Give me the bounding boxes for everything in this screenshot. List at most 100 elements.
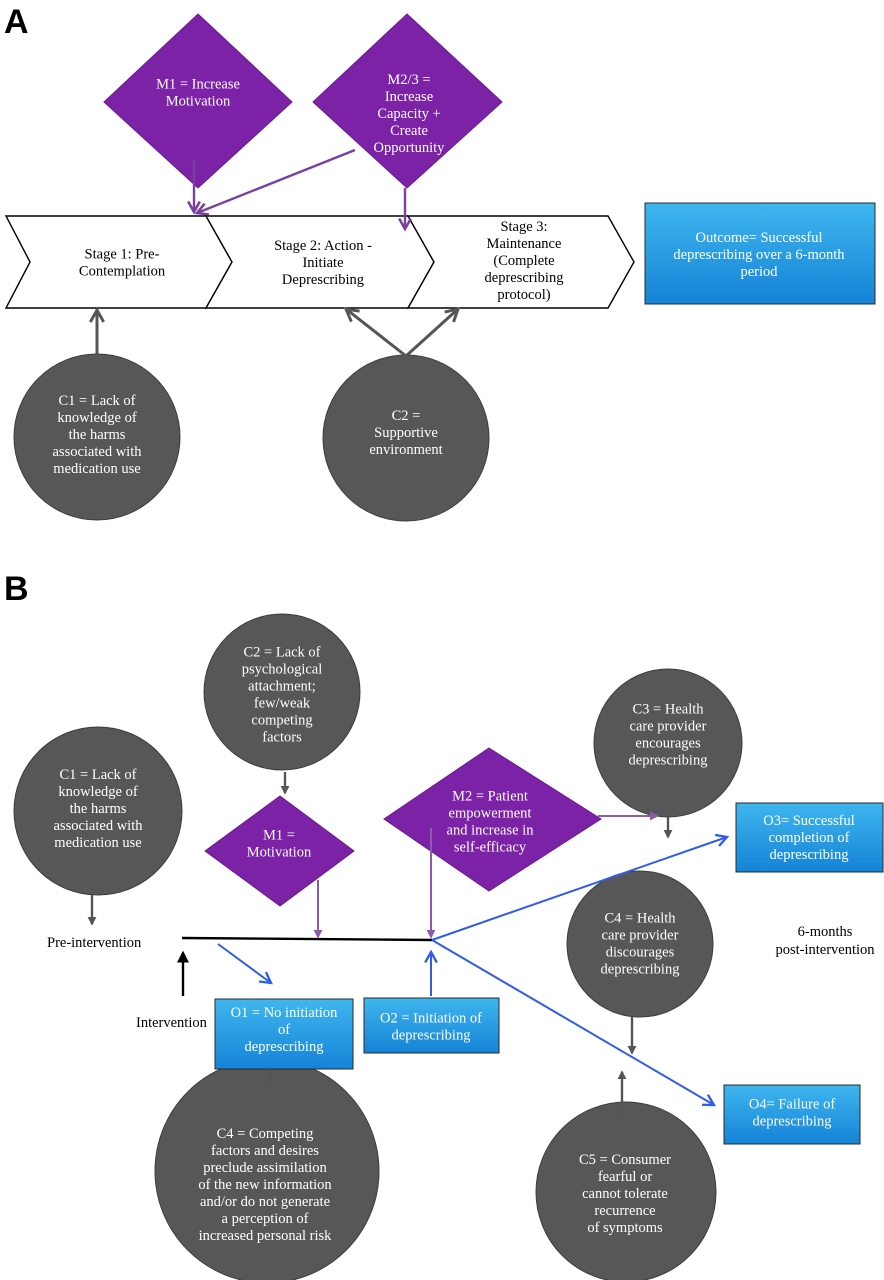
m1-label-line-1: M1 = Increase xyxy=(156,77,240,93)
arrow-c2-to-stage2 xyxy=(346,309,407,358)
outcome-box xyxy=(644,202,876,305)
context-c2-b-circle xyxy=(203,613,361,771)
c5-label-line-1: C5 = Consumer xyxy=(579,1152,671,1168)
panel-a-label: A xyxy=(4,3,29,41)
c2-a-label-line-3: environment xyxy=(369,442,442,458)
c5-label-line-4: recurrence xyxy=(594,1203,655,1219)
outcome-label-line-2: deprescribing over a 6-month xyxy=(673,247,845,263)
c4-competing-label-line-5: and/or do not generate xyxy=(200,1194,330,1210)
intervention-label: Intervention xyxy=(136,1015,208,1031)
c1-a-label-line-2: knowledge of xyxy=(57,410,136,426)
m2-b-label-line-1: M2 = Patient xyxy=(452,789,528,805)
m1-b-label: M1 =Motivation xyxy=(247,828,312,861)
c4-provider-label-line-3: discourages xyxy=(606,945,675,961)
outcome-o2-box xyxy=(363,997,500,1054)
m2-3-label-line-4: Create xyxy=(390,123,428,139)
c2-a-label-line-2: Supportive xyxy=(374,425,438,441)
pre-intervention-label: Pre-intervention xyxy=(47,935,142,951)
stage-1-label-line-2: Contemplation xyxy=(79,264,166,280)
c3-label-line-3: encourages xyxy=(635,736,701,752)
c4-competing-label-line-2: factors and desires xyxy=(211,1143,319,1159)
stage-2-label-line-1: Stage 2: Action - xyxy=(274,238,372,254)
c2-b-label-line-5: competing xyxy=(251,713,312,729)
stage-3-label-line-3: (Complete xyxy=(493,253,554,269)
stage-1-label: Stage 1: Pre-Contemplation xyxy=(79,247,166,280)
m2-3-label-line-1: M2/3 = xyxy=(387,72,430,88)
c1-a-label-line-4: associated with xyxy=(53,444,143,460)
o1-label-line-3: deprescribing xyxy=(245,1039,324,1055)
stage-1-label-line-1: Stage 1: Pre- xyxy=(85,247,160,263)
stage-3-label-line-4: deprescribing xyxy=(485,270,564,286)
m2-3-label-line-2: Increase xyxy=(385,89,433,105)
o2-label-line-1: O2 = Initiation of xyxy=(380,1011,482,1027)
c1-a-label-line-5: medication use xyxy=(53,461,140,477)
timeline-line xyxy=(181,936,433,942)
mechanism-m1-diamond xyxy=(103,13,293,189)
stage-3-label-line-5: protocol) xyxy=(497,287,550,303)
o4-label-line-2: deprescribing xyxy=(753,1114,832,1130)
c2-b-label-line-4: few/weak xyxy=(254,696,311,712)
o4-label-line-1: O4= Failure of xyxy=(749,1097,835,1113)
c2-b-label-line-2: psychological xyxy=(242,662,323,678)
c1-a-label-line-3: the harms xyxy=(69,427,126,443)
c1-b-label-line-1: C1 = Lack of xyxy=(59,767,136,783)
c3-label-line-1: C3 = Health xyxy=(633,702,705,718)
outcome-o3-box xyxy=(735,802,884,873)
c4-provider-label-line-2: care provider xyxy=(602,928,679,944)
m2-3-label-line-5: Opportunity xyxy=(374,140,446,156)
mechanism-m2-b-diamond xyxy=(383,747,602,892)
c4-competing-label-line-6: a perception of xyxy=(222,1211,309,1227)
stage-3-label-line-2: Maintenance xyxy=(487,236,562,252)
c2-b-label-line-6: factors xyxy=(262,730,302,746)
arrow-to-o3 xyxy=(431,837,727,941)
c2-b-label-line-1: C2 = Lack of xyxy=(243,645,320,661)
context-c1-b-circle xyxy=(13,726,183,896)
c4-provider-label-line-4: deprescribing xyxy=(601,962,680,978)
post-intervention-label-line-1: 6-months xyxy=(798,924,853,940)
panel-b-label: B xyxy=(4,570,29,608)
stage-3-chevron xyxy=(406,215,635,309)
context-c4-provider-circle xyxy=(566,870,714,1018)
stage-2-label-line-2: Initiate xyxy=(302,255,343,271)
outcome-label-line-3: period xyxy=(740,264,778,280)
outcome-label-line-1: Outcome= Successful xyxy=(696,230,823,246)
outcome-o1-box xyxy=(214,998,354,1070)
o2-label-line-2: deprescribing xyxy=(392,1028,471,1044)
c5-label-line-2: fearful or xyxy=(598,1169,653,1185)
arrow-c2-to-stage3 xyxy=(404,309,458,358)
c1-b-label-line-4: associated with xyxy=(54,818,144,834)
m2-b-label-line-3: and increase in xyxy=(447,823,535,839)
c1-b-label-line-5: medication use xyxy=(54,835,141,851)
stage-2-label-line-3: Deprescribing xyxy=(282,272,364,288)
m1-b-label-line-2: Motivation xyxy=(247,845,312,861)
mechanism-m1-b-diamond xyxy=(204,795,355,907)
arrow-to-o1 xyxy=(217,943,271,983)
c2-b-label-line-3: attachment; xyxy=(248,679,316,695)
o1-label-line-2: of xyxy=(278,1022,290,1038)
m1-b-label-line-1: M1 = xyxy=(263,828,295,844)
c4-competing-label-line-3: preclude assimilation xyxy=(203,1160,327,1176)
m2-b-label-line-4: self-efficacy xyxy=(454,840,527,856)
c3-label-line-4: deprescribing xyxy=(629,753,708,769)
c1-b-label-line-2: knowledge of xyxy=(58,784,137,800)
c4-competing-label-line-7: increased personal risk xyxy=(199,1228,333,1244)
arrow-to-o4 xyxy=(431,939,714,1105)
o3-label-line-2: completion of xyxy=(769,830,850,846)
c3-label-line-2: care provider xyxy=(630,719,707,735)
